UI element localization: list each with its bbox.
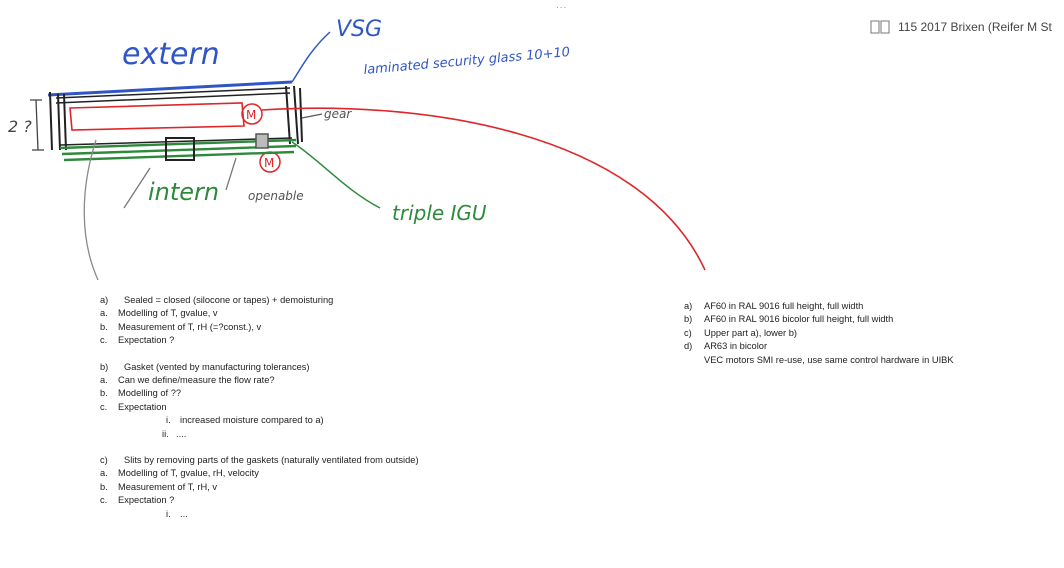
triple-pointer (291, 141, 381, 209)
note-a-item[interactable]: b.Measurement of T, rH (=?const.), v (100, 321, 262, 332)
openable-label: openable (248, 189, 304, 203)
intern-label: intern (148, 178, 219, 206)
note-c[interactable]: c)Slits by removing parts of the gaskets… (100, 455, 419, 466)
frame-bottom (59, 137, 293, 146)
note-b-item[interactable]: a.Can we define/measure the flow rate? (100, 375, 275, 386)
sketch-canvas[interactable]: extern VSG laminated security glass 10+1… (0, 0, 1064, 290)
vsg-label: VSG (336, 17, 382, 42)
motor-top-label: M (246, 108, 256, 122)
gear-pointer (301, 113, 323, 119)
note-c-item[interactable]: c.Expectation ? (100, 495, 175, 506)
document-tab[interactable]: 115 2017 Brixen (Reifer M St (870, 16, 1064, 38)
document-tab-title: 115 2017 Brixen (Reifer M St (898, 20, 1052, 34)
book-icon (870, 20, 890, 34)
frame-left (49, 91, 67, 151)
red-cable (261, 107, 706, 271)
sash-box (165, 137, 195, 161)
vsg-pointer (291, 31, 331, 83)
right-note-item[interactable]: a)AF60 in RAL 9016 full height, full wid… (684, 301, 864, 311)
gear-label: gear (324, 107, 352, 121)
note-a[interactable]: a)Sealed = closed (silocone or tapes) + … (100, 295, 334, 305)
triple-igu-label: triple IGU (392, 201, 487, 225)
motor-top-circle (241, 103, 263, 125)
left-notes: a)Sealed = closed (silocone or tapes) + … (100, 294, 419, 521)
overflow-dots[interactable]: ... (556, 0, 568, 11)
spacer (100, 348, 419, 361)
note-b[interactable]: b)Gasket (vented by manufacturing tolera… (100, 361, 310, 372)
note-c-item[interactable]: b.Measurement of T, rH, v (100, 481, 218, 492)
height-dimension (30, 99, 44, 151)
motor-bottom-label: M (264, 156, 274, 170)
intern-arrow (123, 167, 151, 209)
note-b-item[interactable]: b.Modelling of ?? (100, 388, 182, 399)
openable-arrow (225, 157, 237, 191)
vsg-glass-line (47, 80, 293, 97)
note-a-item[interactable]: c.Expectation ? (100, 335, 175, 346)
right-note-item[interactable]: d)AR63 in bicolor (684, 341, 768, 352)
right-note-continuation[interactable]: VEC motors SMI re-use, use same control … (704, 354, 954, 365)
right-notes: a)AF60 in RAL 9016 full height, full wid… (684, 300, 954, 367)
note-a-item[interactable]: a.Modelling of T, gvalue, v (100, 308, 218, 319)
gear-box (255, 133, 269, 149)
blind-rect (69, 102, 245, 131)
spacer (100, 441, 419, 454)
note-c-subitem[interactable]: i.... (166, 508, 188, 519)
height-mark-label: 2 ? (8, 117, 32, 136)
vsg-desc-label: laminated security glass 10+10 (363, 45, 571, 78)
note-b-item[interactable]: c.Expectation (100, 401, 167, 412)
right-note-item[interactable]: c)Upper part a), lower b) (684, 327, 798, 338)
note-b-subitem[interactable]: i.increased moisture compared to a) (166, 415, 324, 426)
frame-right (285, 85, 303, 145)
frame-top (55, 87, 291, 104)
extern-arrow-gray (83, 139, 99, 281)
note-c-item[interactable]: a.Modelling of T, gvalue, rH, velocity (100, 468, 259, 479)
extern-label: extern (122, 37, 220, 72)
note-b-subitem[interactable]: ii..... (162, 428, 187, 439)
right-note-item[interactable]: b)AF60 in RAL 9016 bicolor full height, … (684, 314, 894, 325)
